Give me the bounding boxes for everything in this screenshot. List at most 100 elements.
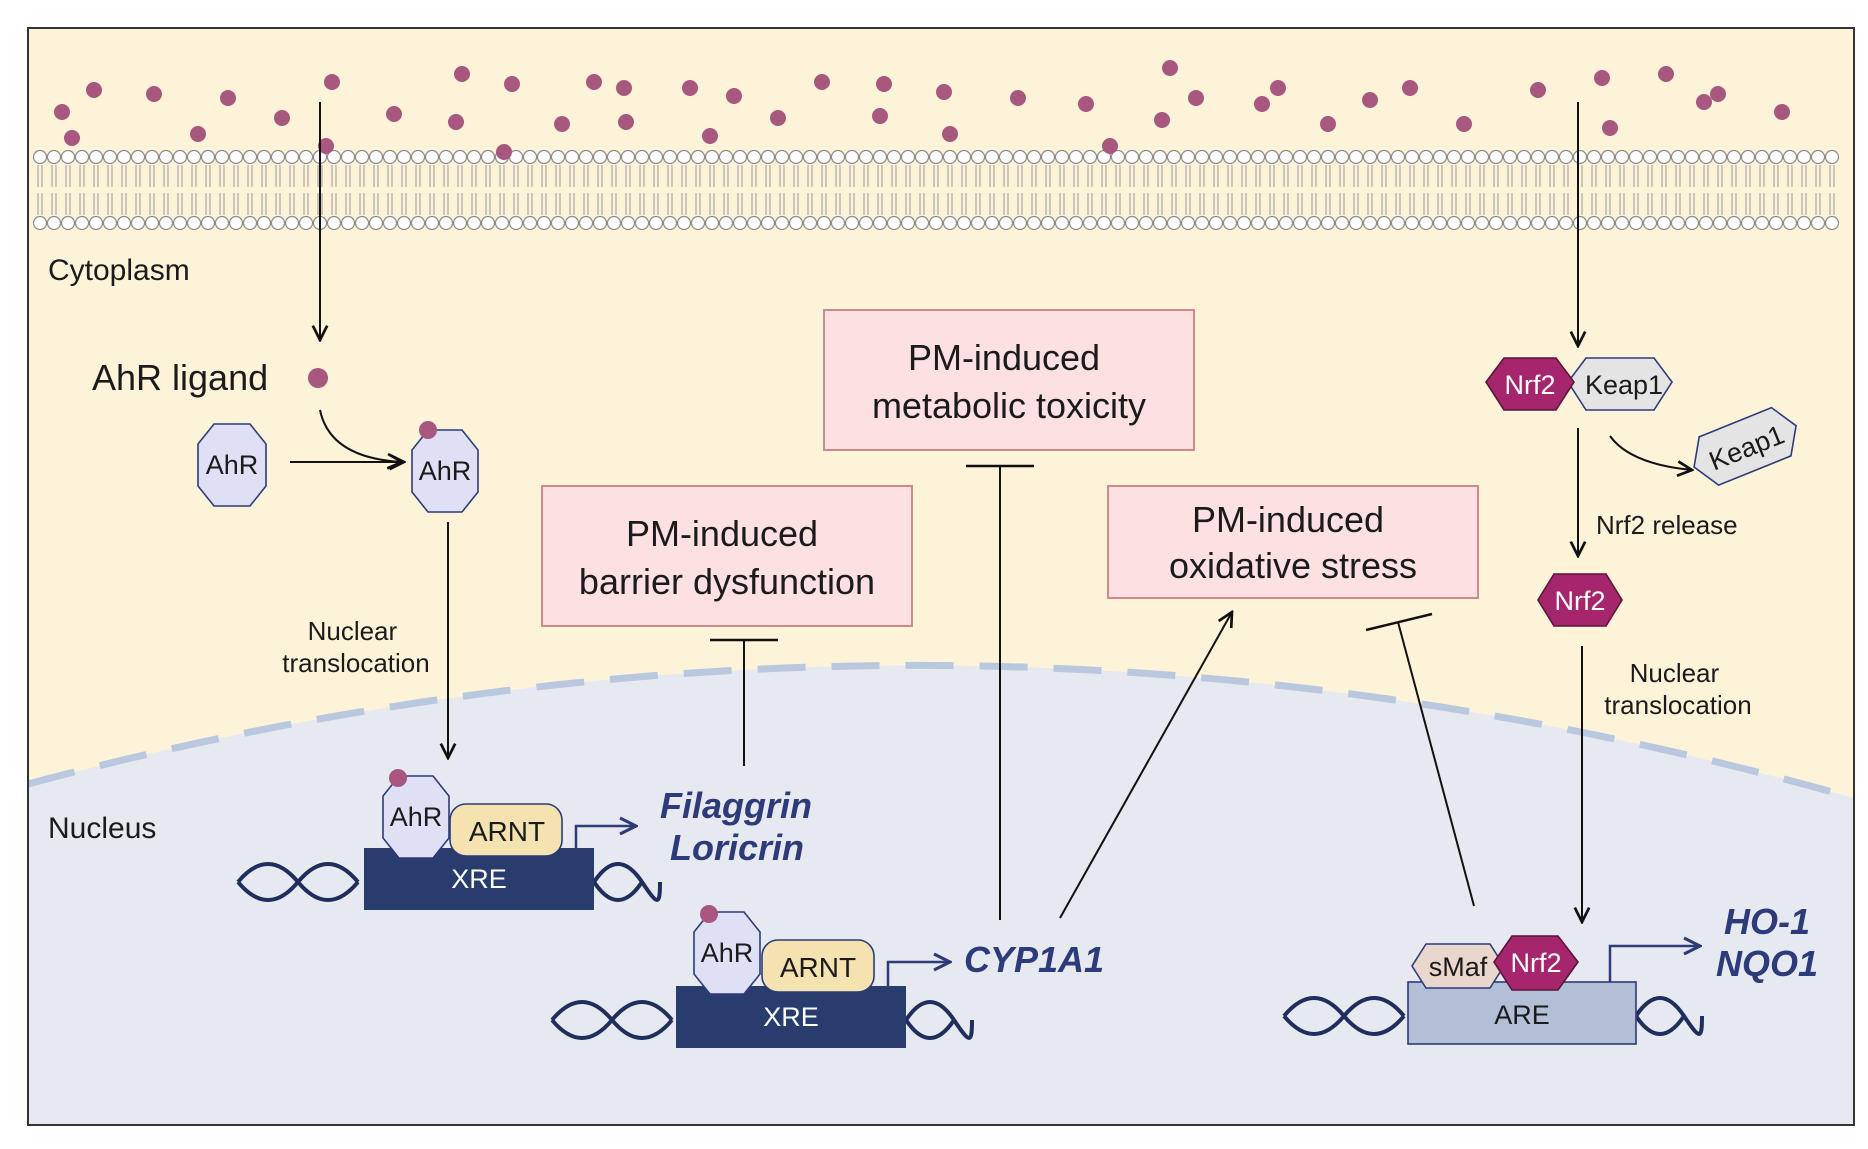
are-label: ARE [1494,1000,1550,1030]
dna-2-right-helix [904,1000,974,1040]
metabolic-toxicity-line-2: metabolic toxicity [872,385,1146,426]
cell-membrane [32,149,1840,231]
ahr-ligand-particle [308,368,328,388]
nrf2-free-shape [1537,573,1623,627]
pm-particle [1658,66,1674,82]
ahr-bound-label: AhR [419,456,472,486]
ahr-1-label: AhR [390,802,443,832]
pm-particle [682,80,698,96]
nrf2-bound-shape [1485,357,1575,411]
pm-particle [64,130,80,146]
ahr-2-ligand-dot [700,905,718,923]
nuclear-translocation-left-label: Nuclear translocation [282,616,429,678]
nuclear-translocation-right-line-1: Nuclear [1630,658,1720,688]
pm-particle [146,86,162,102]
effect-metabolic-toxicity: PM-induced metabolic toxicity [823,309,1195,451]
pm-particle [936,84,952,100]
dna-3-left-helix [1282,996,1406,1036]
ahr-2-shape [693,911,761,995]
ahr-arnt-complex-1: ARNT AhR [382,769,563,859]
membrane-phospholipid-heads [32,149,1840,231]
ahr-ligand-bound: AhR [411,421,479,513]
are-box [1407,981,1637,1045]
pm-particle [1154,112,1170,128]
pm-particle [1530,82,1546,98]
arnt-2-shape [761,939,875,993]
pm-particle [1602,120,1618,136]
pm-particle [1078,96,1094,112]
ahr-arnt-complex-2: ARNT AhR [693,905,875,995]
pm-particle [1456,116,1472,132]
pm-particle [86,82,102,98]
pm-particle [770,110,786,126]
pm-particle [448,114,464,130]
oxidative-stress-line-2: oxidative stress [1169,545,1417,586]
pm-particle [324,74,340,90]
ahr-2-label: AhR [701,938,754,968]
barrier-dysfunction-box [541,485,913,627]
cytoplasm-label: Cytoplasm [48,254,190,287]
ahr-unbound: AhR [197,423,267,507]
gene-nqo1: NQO1 [1716,943,1818,984]
nrf2-free-label: Nrf2 [1554,586,1605,616]
pm-particle [618,114,634,130]
pm-particle [386,106,402,122]
oxidative-stress-text: PM-induced oxidative stress [1169,499,1417,586]
barrier-dysfunction-line-1: PM-induced [626,513,818,554]
ligand-binding-arrow [319,409,402,462]
nrf2-keap1-complex: Keap1 Nrf2 [1485,357,1673,411]
keap1-free-shape [1693,406,1797,487]
smaf-label: sMaf [1429,952,1488,982]
pm-particle [1102,138,1118,154]
barrier-dysfunction-text: PM-induced barrier dysfunction [579,513,875,602]
pm-particle [496,144,512,160]
pm-particle [1402,80,1418,96]
dna-1-left-helix [236,862,360,902]
gene-ho1: HO-1 [1724,901,1810,942]
xre-1-label: XRE [451,864,507,894]
pm-particle [1254,96,1270,112]
effect-oxidative-stress: PM-induced oxidative stress [1107,485,1479,599]
arnt-1-shape [449,803,563,857]
oxidative-stress-box [1107,485,1479,599]
pm-particle [1696,94,1712,110]
ahr-ligand-label: AhR ligand [92,357,268,398]
nuclear-envelope [28,661,1854,802]
pm-particle [726,88,742,104]
pm-particle [1362,92,1378,108]
filaggrin-transcription-arrow [574,826,636,848]
xre-2-box [676,986,906,1048]
pm-particle [54,104,70,120]
effect-barrier-dysfunction: PM-induced barrier dysfunction [541,485,913,627]
ahr-bound-shape [411,429,479,513]
pm-particle [876,76,892,92]
metabolic-toxicity-text: PM-induced metabolic toxicity [872,337,1146,426]
pm-particle [504,76,520,92]
nrf2-release-label: Nrf2 release [1596,510,1738,540]
metabolic-toxicity-box [823,309,1195,451]
pm-particle [586,74,602,90]
dna-strand-1: XRE [236,848,662,910]
pm-particle [872,108,888,124]
arnt-2-label: ARNT [780,952,856,983]
pm-particle [318,138,334,154]
dna-strand-2: XRE [550,986,974,1048]
ahr-unbound-shape [197,423,267,507]
ho1-nqo1-transcription-arrow [1608,946,1700,982]
pm-particle [1162,60,1178,76]
oxidative-stress-line-1: PM-induced [1192,499,1384,540]
figure-frame [27,27,1855,1126]
nuclear-translocation-left-line-2: translocation [282,648,429,678]
pm-particle [454,66,470,82]
cyp1a1-transcription-arrow [886,962,950,986]
dna-3-right-helix [1634,996,1704,1036]
cyp1a1-to-oxidative-stress-arrow [1059,612,1232,919]
pm-particle [1010,90,1026,106]
pm-particle [1710,86,1726,102]
metabolic-toxicity-line-1: PM-induced [908,337,1100,378]
keap1-release-arrow [1609,435,1692,470]
arnt-1-label: ARNT [469,816,545,847]
dna-1-right-helix [592,862,662,902]
gene-filaggrin: Filaggrin [660,785,812,826]
